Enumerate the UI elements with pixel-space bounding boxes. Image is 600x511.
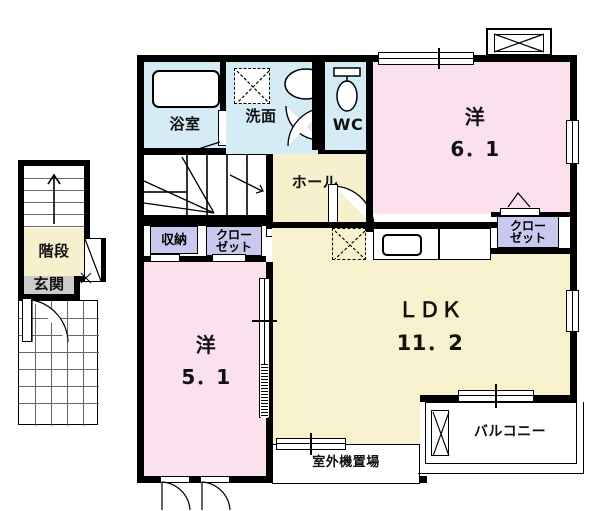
room-label-wc: WC — [332, 114, 364, 134]
room-area-ldk: 11．2 — [396, 330, 464, 355]
room-label-bath: 浴室 — [169, 115, 201, 134]
wall-top — [137, 55, 577, 62]
closet-opening — [212, 254, 246, 262]
room-hall — [272, 154, 372, 228]
room-ldk-upper2 — [491, 254, 570, 264]
room-western-51 — [144, 262, 266, 476]
room-label-western-51: 洋 — [195, 332, 217, 357]
closet-door-arrow-icon — [507, 192, 531, 208]
room-ldk — [272, 260, 570, 395]
room-ldk-lower — [272, 395, 420, 444]
wall — [100, 238, 106, 282]
close-icon — [80, 272, 92, 284]
room-label-hall: ホール — [291, 173, 339, 192]
door-room51-bottom-left[interactable] — [160, 476, 194, 511]
wall — [18, 294, 80, 300]
bathtub-icon — [152, 70, 220, 108]
room-western-61 — [373, 62, 570, 214]
room-label-genkan: 玄関 — [33, 275, 65, 294]
wall-kitchen — [306, 222, 498, 228]
wall — [144, 148, 284, 155]
kitchen-counter — [373, 228, 491, 261]
interior-stairs — [143, 155, 266, 221]
window-room61-top — [378, 48, 474, 69]
wall — [144, 221, 266, 226]
room-label-ldk: ＬＤＫ — [397, 297, 463, 322]
wall — [84, 160, 90, 238]
balcony-area — [425, 402, 577, 464]
wall — [318, 62, 325, 150]
kitchen-sink-icon — [382, 234, 422, 256]
stair-treads — [24, 166, 84, 228]
room-label-western-61: 洋 — [464, 104, 486, 129]
wall — [266, 222, 306, 229]
balcony-outer-edge — [418, 402, 584, 474]
closet-left[interactable]: クロー ゼット — [206, 226, 262, 256]
entrance-door[interactable] — [84, 238, 102, 282]
wall — [18, 160, 90, 166]
wall — [366, 62, 373, 154]
room-label-stairs: 階段 — [38, 242, 70, 261]
window-balcony-door — [458, 384, 534, 408]
balcony-label: バルコニー — [473, 423, 547, 440]
wall — [266, 154, 273, 228]
stair-direction-arrow-icon — [47, 173, 61, 224]
toilet-icon — [333, 67, 361, 112]
storage-shuno[interactable]: 収納 — [150, 226, 198, 254]
wall — [318, 150, 373, 156]
wall — [220, 62, 226, 110]
room-genkan — [24, 276, 74, 294]
wall — [144, 256, 266, 262]
closet-right[interactable]: クロー ゼット — [497, 216, 559, 248]
wall — [491, 248, 577, 254]
window-ldk-right — [566, 290, 579, 332]
wall — [366, 154, 373, 232]
window-ldk-bottom — [276, 433, 346, 455]
room-stairs — [24, 228, 84, 276]
window-room61-right — [566, 120, 579, 164]
room-area-western-61: 6．1 — [450, 136, 500, 161]
entrance-door-swing[interactable] — [22, 298, 69, 346]
outdoor-ac-area — [272, 444, 420, 484]
closet-opening — [150, 254, 180, 262]
washing-machine-space-icon — [234, 68, 270, 104]
balcony-partition-icon — [431, 410, 450, 457]
wall — [74, 276, 80, 300]
wall — [312, 62, 318, 150]
door-room51-bottom-right[interactable] — [200, 476, 234, 511]
entry-approach-tiles — [18, 300, 99, 426]
entrance-block: 階段 玄関 — [18, 160, 106, 300]
closet-opening — [500, 208, 540, 216]
wall — [18, 160, 24, 300]
outdoor-ac-label: 室外機置場 — [312, 455, 380, 471]
wall-left — [137, 55, 144, 483]
sliding-partition[interactable] — [252, 278, 277, 418]
stair-winder-icon — [143, 156, 264, 214]
refrigerator-space-icon — [332, 228, 366, 260]
room-ldk-upper — [272, 228, 332, 262]
wall-right — [570, 55, 577, 395]
room-area-western-51: 5．1 — [181, 364, 231, 389]
bay-window-icon — [486, 28, 552, 56]
room-label-washroom: 洗面 — [245, 107, 277, 126]
